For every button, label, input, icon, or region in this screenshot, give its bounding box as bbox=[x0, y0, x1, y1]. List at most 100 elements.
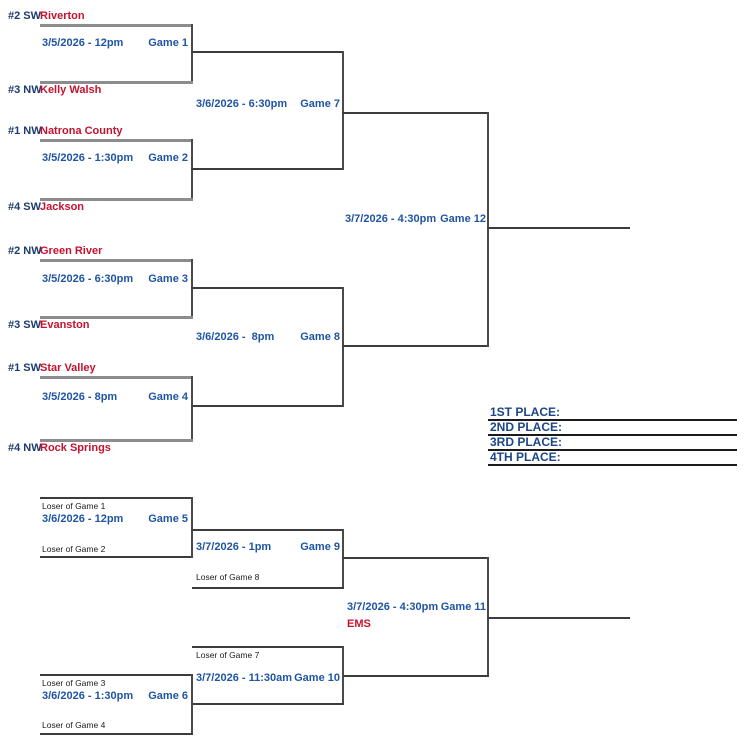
game6-info-row: 3/6/2026 - 1:30pm Game 6 bbox=[42, 690, 188, 703]
game11-location: EMS bbox=[347, 618, 371, 630]
game5-label: Game 5 bbox=[148, 513, 188, 525]
game8-winner-line bbox=[342, 345, 489, 347]
fourth-place-line bbox=[488, 464, 737, 466]
second-place-line bbox=[488, 434, 737, 436]
game9-vertical bbox=[342, 529, 344, 589]
game1-top-seed: #2 SW bbox=[8, 10, 42, 22]
game11-label: Game 11 bbox=[440, 601, 486, 613]
game1-vertical bbox=[191, 24, 193, 83]
game2-bottom-seed: #4 SW bbox=[8, 201, 42, 213]
game4-label: Game 4 bbox=[148, 391, 188, 403]
game10-top-line bbox=[192, 646, 344, 648]
game12-label: Game 12 bbox=[440, 213, 486, 225]
game6-datetime: 3/6/2026 - 1:30pm bbox=[42, 690, 134, 702]
game2-datetime: 3/5/2026 - 1:30pm bbox=[42, 152, 134, 164]
game10-vertical bbox=[342, 646, 344, 705]
game7-info-row: 3/6/2026 - 6:30pm Game 7 bbox=[196, 98, 340, 111]
game4-vertical bbox=[191, 376, 193, 441]
game8-datetime: 3/6/2026 - 8pm bbox=[196, 331, 275, 343]
game10-winner-line bbox=[342, 675, 489, 677]
game5-bottom-source: Loser of Game 2 bbox=[42, 544, 106, 554]
game9-datetime: 3/7/2026 - 1pm bbox=[196, 541, 272, 553]
game7-label: Game 7 bbox=[300, 98, 340, 110]
game12-datetime: 3/7/2026 - 4:30pm bbox=[345, 213, 437, 225]
game7-vertical bbox=[342, 51, 344, 170]
game10-top-source: Loser of Game 7 bbox=[196, 650, 260, 660]
game8-info-row: 3/6/2026 - 8pm Game 8 bbox=[196, 331, 340, 344]
game3-bottom-team: Evanston bbox=[40, 319, 90, 331]
game2-top-team: Natrona County bbox=[40, 125, 123, 137]
game2-bottom-team: Jackson bbox=[40, 201, 85, 213]
game4-top-seed: #1 SW bbox=[8, 362, 42, 374]
game2-label: Game 2 bbox=[148, 152, 188, 164]
game1-bottom-line bbox=[40, 81, 193, 84]
third-place-label: 3RD PLACE: bbox=[490, 435, 563, 449]
game11-datetime: 3/7/2026 - 4:30pm bbox=[347, 601, 439, 613]
game1-label: Game 1 bbox=[148, 37, 188, 49]
game3-info-row: 3/5/2026 - 6:30pm Game 3 bbox=[42, 273, 188, 286]
game1-datetime: 3/5/2026 - 12pm bbox=[42, 37, 124, 49]
game9-bottom-line bbox=[192, 587, 344, 589]
game8-label: Game 8 bbox=[300, 331, 340, 343]
game12-champion-line bbox=[487, 227, 630, 229]
game6-vertical bbox=[191, 674, 193, 735]
game2-top-line bbox=[40, 139, 193, 142]
game11-info-row: 3/7/2026 - 4:30pm Game 11 bbox=[347, 601, 486, 614]
game4-bottom-team: Rock Springs bbox=[40, 442, 111, 454]
game5-bottom-line bbox=[40, 556, 193, 558]
game6-winner-line bbox=[191, 703, 344, 705]
game2-bottom-line bbox=[40, 198, 193, 201]
game4-info-row: 3/5/2026 - 8pm Game 4 bbox=[42, 391, 188, 404]
game4-winner-line bbox=[191, 405, 344, 407]
game2-top-seed: #1 NW bbox=[8, 125, 42, 137]
game10-info-row: 3/7/2026 - 11:30am Game 10 bbox=[196, 672, 340, 685]
game1-winner-line bbox=[191, 51, 344, 53]
game1-bottom-team: Kelly Walsh bbox=[40, 84, 102, 96]
third-place-line bbox=[488, 449, 737, 451]
first-place-label: 1ST PLACE: bbox=[490, 405, 561, 419]
game1-top-line bbox=[40, 24, 193, 27]
game4-top-line bbox=[40, 376, 193, 379]
game5-datetime: 3/6/2026 - 12pm bbox=[42, 513, 124, 525]
game3-winner-line bbox=[191, 287, 344, 289]
game2-info-row: 3/5/2026 - 1:30pm Game 2 bbox=[42, 152, 188, 165]
game7-datetime: 3/6/2026 - 6:30pm bbox=[196, 98, 288, 110]
game7-winner-line bbox=[342, 112, 489, 114]
game5-top-source: Loser of Game 1 bbox=[42, 501, 106, 511]
game5-top-line bbox=[40, 497, 193, 499]
game5-info-row: 3/6/2026 - 12pm Game 5 bbox=[42, 513, 188, 526]
game10-datetime: 3/7/2026 - 11:30am bbox=[196, 672, 293, 684]
game9-bottom-source: Loser of Game 8 bbox=[196, 572, 260, 582]
game6-bottom-line bbox=[40, 733, 193, 735]
game2-winner-line bbox=[191, 168, 344, 170]
game3-top-line bbox=[40, 259, 193, 262]
game1-top-team: Riverton bbox=[40, 10, 85, 22]
game5-winner-line bbox=[191, 529, 344, 531]
game3-top-team: Green River bbox=[40, 245, 103, 257]
game8-vertical bbox=[342, 287, 344, 407]
game3-bottom-seed: #3 SW bbox=[8, 319, 42, 331]
game9-label: Game 9 bbox=[300, 541, 340, 553]
game4-bottom-line bbox=[40, 439, 193, 442]
game6-top-line bbox=[40, 674, 193, 676]
game12-vertical bbox=[487, 112, 489, 347]
game5-vertical bbox=[191, 497, 193, 558]
game3-datetime: 3/5/2026 - 6:30pm bbox=[42, 273, 134, 285]
game6-bottom-source: Loser of Game 4 bbox=[42, 720, 106, 730]
game9-info-row: 3/7/2026 - 1pm Game 9 bbox=[196, 541, 340, 554]
game1-info-row: 3/5/2026 - 12pm Game 1 bbox=[42, 37, 188, 50]
game11-winner-line bbox=[487, 617, 630, 619]
game10-label: Game 10 bbox=[294, 672, 340, 684]
game4-datetime: 3/5/2026 - 8pm bbox=[42, 391, 118, 403]
game6-label: Game 6 bbox=[148, 690, 188, 702]
game3-bottom-line bbox=[40, 316, 193, 319]
game12-info-row: 3/7/2026 - 4:30pm Game 12 bbox=[345, 213, 486, 226]
game6-top-source: Loser of Game 3 bbox=[42, 678, 106, 688]
game4-bottom-seed: #4 NW bbox=[8, 442, 42, 454]
first-place-line bbox=[488, 419, 737, 421]
fourth-place-label: 4TH PLACE: bbox=[490, 450, 561, 464]
game4-top-team: Star Valley bbox=[40, 362, 96, 374]
second-place-label: 2ND PLACE: bbox=[490, 420, 563, 434]
game9-winner-line bbox=[342, 557, 489, 559]
